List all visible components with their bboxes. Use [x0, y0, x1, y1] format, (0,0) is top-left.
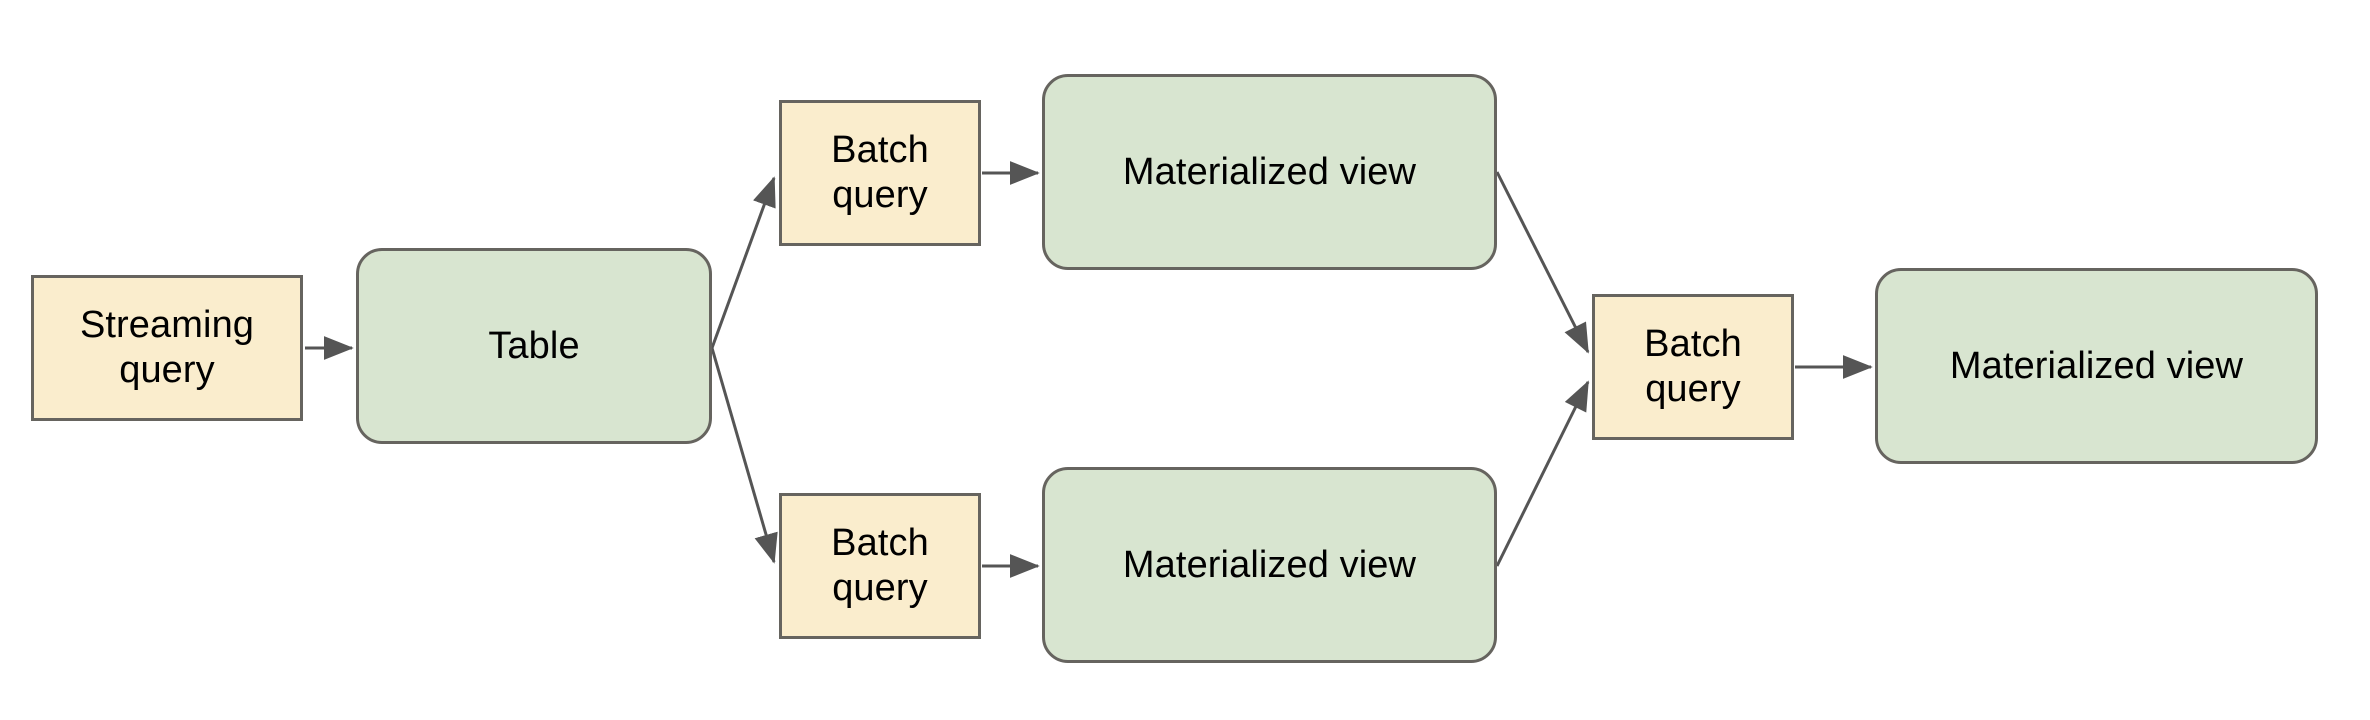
- edge-table-to-batch-top: [710, 176, 776, 349]
- node-batch-query-top[interactable]: Batch query: [779, 100, 981, 246]
- node-materialized-view-bottom[interactable]: Materialized view: [1042, 467, 1497, 663]
- node-table[interactable]: Table: [356, 248, 712, 444]
- node-materialized-view-final[interactable]: Materialized view: [1875, 268, 2318, 464]
- edge-mv-top-to-batch-join: [1495, 171, 1590, 354]
- node-materialized-view-top[interactable]: Materialized view: [1042, 74, 1497, 270]
- edge-table-to-batch-bottom: [710, 347, 778, 564]
- node-batch-query-bottom[interactable]: Batch query: [779, 493, 981, 639]
- edge-mv-bottom-to-batch-join: [1495, 380, 1590, 567]
- node-batch-query-join[interactable]: Batch query: [1592, 294, 1794, 440]
- node-streaming-query[interactable]: Streaming query: [31, 275, 303, 421]
